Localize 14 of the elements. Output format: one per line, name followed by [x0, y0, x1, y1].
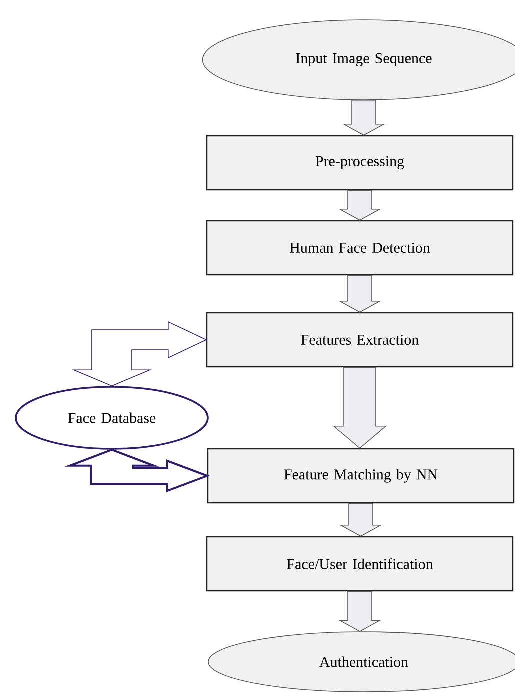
ellipse-node: Input Image Sequence — [202, 20, 515, 100]
process-box: Pre-processing — [206, 135, 514, 191]
block-arrow — [338, 190, 382, 221]
block-arrow — [339, 503, 383, 537]
ellipse-node: Face Database — [15, 386, 209, 450]
ellipse-node: Authentication — [208, 632, 515, 692]
block-arrow — [342, 100, 386, 136]
block-arrow — [338, 275, 382, 313]
process-box: Features Extraction — [206, 312, 514, 368]
process-box: Human Face Detection — [206, 220, 514, 276]
process-box: Face/User Identification — [206, 536, 514, 592]
block-arrow — [332, 367, 388, 449]
block-arrow — [338, 591, 382, 632]
process-box: Feature Matching by NN — [207, 448, 515, 504]
